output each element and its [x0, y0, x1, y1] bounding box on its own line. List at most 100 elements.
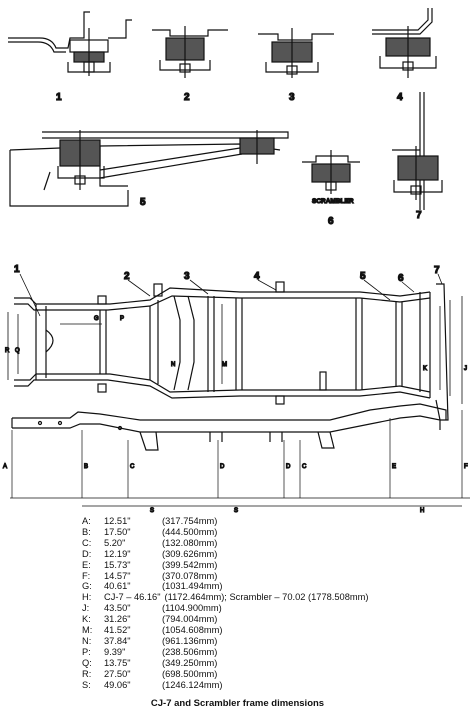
dimension-inches: 13.75" [104, 657, 131, 668]
dim-letter-D2: D [286, 464, 291, 470]
dimension-row: M:41.52"(1054.608mm) [82, 625, 472, 636]
dimension-row: A: 12.51" (317.754mm) [82, 516, 472, 527]
frame-label-6: 6 [398, 273, 404, 284]
dimension-row: D: 12.19" (309.626mm) [82, 549, 472, 560]
dimension-inches: 9.39" [104, 646, 126, 657]
dim-letter-N: N [171, 362, 175, 368]
dimension-inches: 17.50" [104, 526, 131, 537]
dim-letter-C: C [130, 464, 135, 470]
dimension-metric: (370.078mm) [162, 570, 218, 581]
dimension-row: E:15.73"(399.542mm) [82, 560, 472, 571]
dimension-key: B: [82, 526, 91, 537]
dimension-row: K: 31.26" (794.004mm) [82, 614, 472, 625]
dim-letter-M: M [222, 362, 227, 368]
frame-label-5: 5 [360, 271, 366, 282]
dimension-row: R: 27.50" (698.500mm) [82, 669, 472, 680]
dimension-row: H: CJ-7 – 46.16"(1172.464mm); Scrambler –… [82, 592, 472, 603]
dim-letter-J: J [464, 366, 467, 372]
mount-label-4: 4 [397, 92, 403, 103]
dimension-row: S: 49.06" (1246.124mm) [82, 680, 472, 691]
dimension-key: F: [82, 570, 91, 581]
dimension-key: H: [82, 592, 92, 603]
dim-letter-C2: C [302, 464, 307, 470]
dimension-metric: (961.136mm) [162, 635, 218, 646]
frame-label-7: 7 [434, 265, 440, 276]
dim-letter-E: E [392, 464, 396, 470]
dimension-metric: (1031.494mm) [162, 581, 223, 592]
dim-letter-K: K [423, 366, 427, 372]
dimension-metric: (1246.124mm) [162, 679, 223, 690]
dimension-key: C: [82, 537, 92, 548]
dimension-metric: (349.250mm) [162, 657, 218, 668]
dimension-row: Q: 13.75" (349.250mm) [82, 658, 472, 669]
body-mount-6 [302, 150, 360, 194]
dimension-key: Q: [82, 657, 92, 668]
dimension-inches: 37.84" [104, 635, 131, 646]
dim-letter-F: F [464, 464, 468, 470]
mount-label-5: 5 [140, 197, 146, 208]
dimension-row: G:40.61"(1031.494mm) [82, 581, 472, 592]
dim-letter-S2: S [234, 508, 238, 514]
dimension-key: E: [82, 559, 91, 570]
dimension-metric: (317.754mm) [162, 516, 218, 526]
dimension-key: K: [82, 614, 91, 625]
dimension-inches: CJ-7 – 46.16" [104, 592, 161, 603]
dim-letter-H: H [420, 508, 424, 514]
body-mount-7 [392, 92, 443, 210]
mount-label-1: 1 [56, 92, 62, 103]
dimension-row: B: 17.50" (444.500mm) [82, 527, 472, 538]
dimension-list: A: 12.51" (317.754mm) B: 17.50" (444.500mm) C:… [82, 516, 472, 691]
dimension-key: N: [82, 635, 92, 646]
dimension-metric: (132.080mm) [162, 537, 218, 548]
mount-label-3: 3 [289, 92, 295, 103]
leader-lines-top [19, 273, 443, 317]
frame-label-3: 3 [184, 271, 190, 282]
dimension-key: D: [82, 548, 92, 559]
figure-caption: CJ-7 and Scrambler frame dimensions [150, 698, 325, 709]
body-mount-5 [9, 130, 289, 207]
dimension-metric: (444.500mm) [162, 526, 218, 537]
dim-letter-Q: Q [15, 348, 20, 354]
dimension-key: R: [82, 668, 92, 679]
dimension-metric: (794.004mm) [162, 614, 218, 625]
frame-top-view [7, 281, 463, 421]
dimension-inches: 12.19" [104, 548, 131, 559]
dimension-key: A: [82, 516, 91, 526]
dimension-row: F:14.57"(370.078mm) [82, 571, 472, 582]
dim-letter-D: D [220, 464, 225, 470]
dim-letter-G: G [94, 316, 99, 322]
frame-label-2: 2 [124, 271, 130, 282]
dimension-metric: (1104.900mm) [162, 603, 222, 614]
dimension-inches: 12.51" [104, 516, 131, 526]
dimension-key: G: [82, 581, 92, 592]
frame-label-1: 1 [14, 264, 20, 275]
mount-label-6: 6 [328, 216, 334, 227]
dimension-metric: (309.626mm) [162, 548, 218, 559]
dimension-inches: 43.50" [104, 603, 131, 614]
dimension-metric: (1172.464mm); Scrambler – 70.02 (1778.50… [164, 592, 369, 603]
dimension-metric: (1054.608mm) [162, 625, 223, 636]
dimension-metric: (698.500mm) [162, 668, 218, 679]
dimension-row: N: 37.84" (961.136mm) [82, 636, 472, 647]
mount-label-2: 2 [184, 92, 190, 103]
dimension-key: P: [82, 646, 91, 657]
dimension-key: M: [82, 625, 93, 636]
scrambler-label: SCRAMBLER [312, 198, 354, 205]
body-mount-3 [258, 28, 334, 78]
dimension-key: S: [82, 679, 91, 690]
dimension-inches: 31.26" [104, 614, 131, 625]
dim-letter-B: B [84, 464, 88, 470]
dim-letter-R: R [5, 348, 10, 354]
frame-label-4: 4 [254, 271, 260, 282]
dimension-metric: (238.506mm) [162, 646, 218, 657]
dimension-inches: 49.06" [104, 679, 131, 690]
dim-letter-S: S [150, 508, 154, 514]
body-mount-2 [152, 26, 228, 78]
dim-letter-P: P [120, 316, 124, 322]
dimension-inches: 5.20" [104, 537, 126, 548]
dimension-inches: 15.73" [104, 559, 131, 570]
dim-letter-A: A [3, 464, 7, 470]
dimension-inches: 27.50" [104, 668, 131, 679]
